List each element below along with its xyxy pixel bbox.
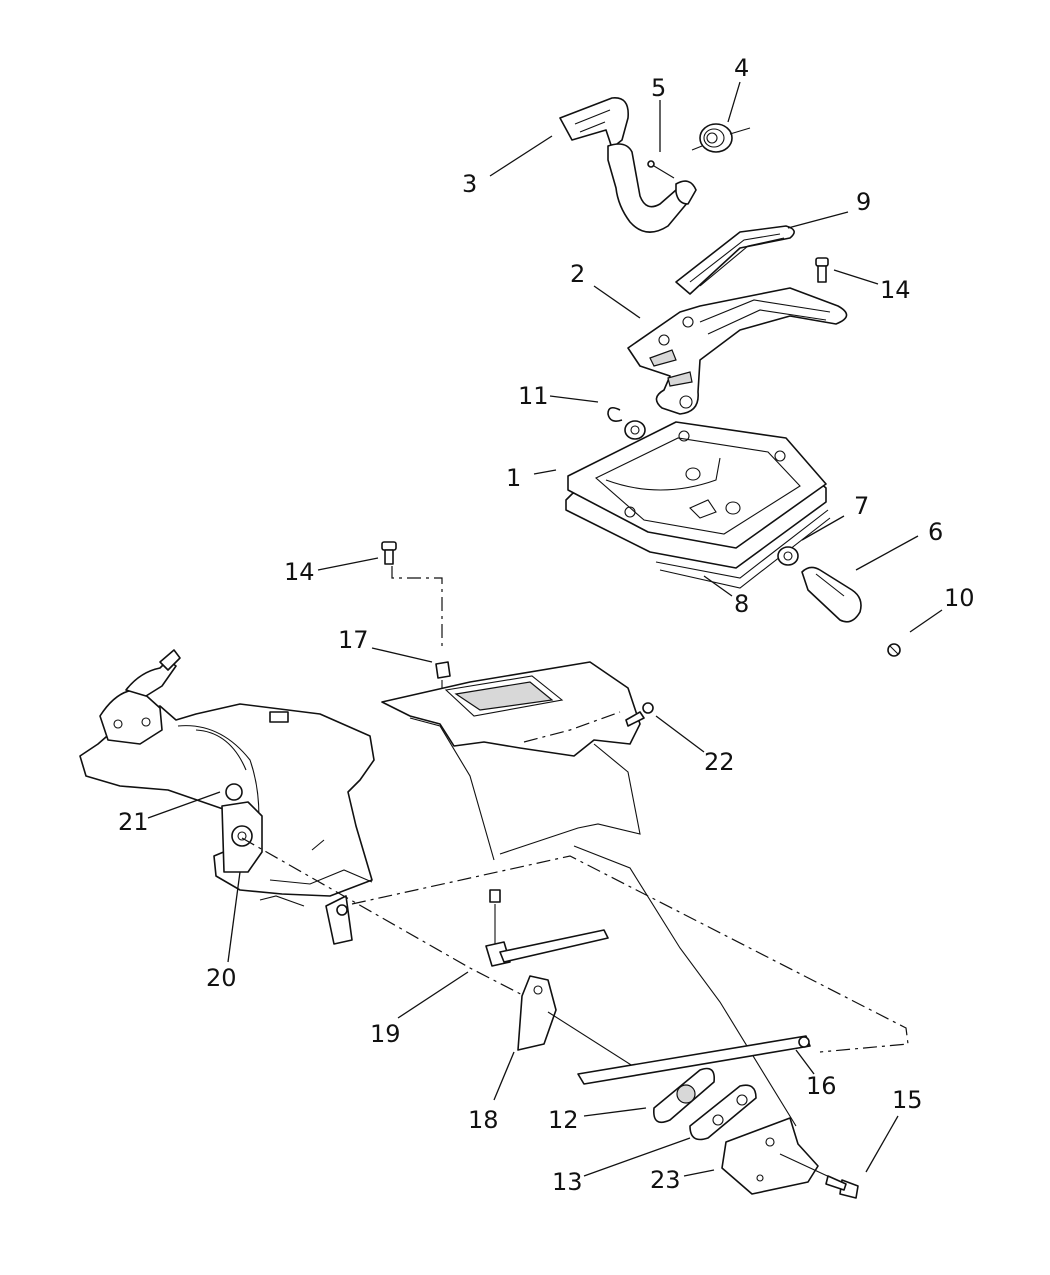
callout-8: 8 <box>734 590 749 618</box>
callout-14-upper: 14 <box>880 276 911 304</box>
floor-panel <box>381 661 641 861</box>
shift-gate-plate <box>675 225 795 295</box>
callout-11: 11 <box>518 382 549 410</box>
callout-10: 10 <box>944 584 975 612</box>
callout-9: 9 <box>856 188 871 216</box>
callout-1: 1 <box>506 464 521 492</box>
return-spring <box>691 123 751 153</box>
callout-18: 18 <box>468 1106 499 1134</box>
callout-14-lower: 14 <box>284 558 315 586</box>
shift-rod-16 <box>577 1035 811 1085</box>
callout-5: 5 <box>651 74 666 102</box>
callout-labels: 4 5 3 9 2 14 11 1 7 6 8 10 14 17 22 21 2… <box>118 54 975 1196</box>
callout-16: 16 <box>806 1072 837 1100</box>
retainer-clip <box>607 406 646 440</box>
transfer-case-shifter <box>99 649 181 745</box>
leader-lines <box>147 81 943 1177</box>
callout-22: 22 <box>704 748 735 776</box>
callout-21: 21 <box>118 808 149 836</box>
link-plates <box>653 1067 757 1141</box>
shifter-base <box>565 421 831 589</box>
bolt-and-grommet <box>381 541 451 710</box>
callout-17: 17 <box>338 626 369 654</box>
shift-rod-19 <box>485 889 609 967</box>
lever-bracket-18 <box>517 975 637 1069</box>
callout-19: 19 <box>370 1020 401 1048</box>
shift-lever <box>559 97 697 233</box>
bolt-22 <box>625 702 654 727</box>
callout-7: 7 <box>854 492 869 520</box>
callout-3: 3 <box>462 170 477 198</box>
callout-13: 13 <box>552 1168 583 1196</box>
callout-12: 12 <box>548 1106 579 1134</box>
shift-cable-routes <box>241 837 909 1127</box>
callout-2: 2 <box>570 260 585 288</box>
mounting-bracket-23 <box>721 1117 859 1199</box>
retaining-pin <box>647 160 675 179</box>
shift-link-assembly <box>777 546 901 657</box>
callout-20: 20 <box>206 964 237 992</box>
callout-6: 6 <box>928 518 943 546</box>
shifter-bracket <box>627 287 848 415</box>
callout-4: 4 <box>734 54 749 82</box>
callout-15: 15 <box>892 1086 923 1114</box>
callout-23: 23 <box>650 1166 681 1194</box>
bolt-upper <box>815 257 829 283</box>
